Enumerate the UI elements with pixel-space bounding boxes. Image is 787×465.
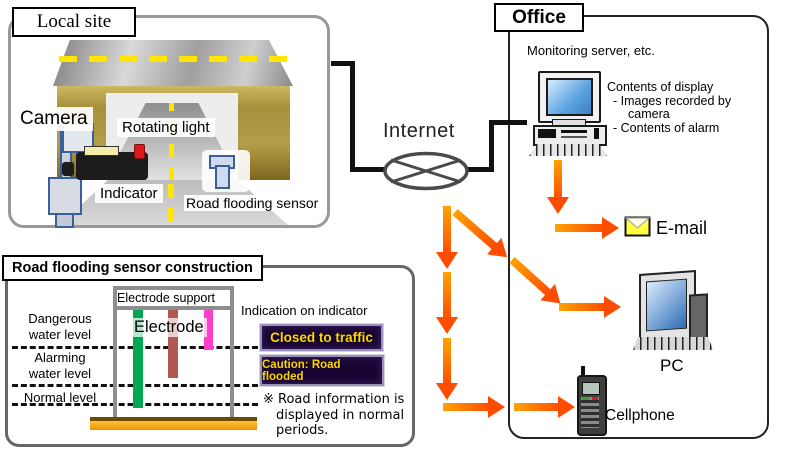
indicator-message-closed-text: Closed to traffic: [270, 330, 373, 345]
rotating-light-icon: [134, 144, 145, 159]
electrode-label: Electrode: [131, 318, 207, 337]
internet-label: Internet: [383, 120, 455, 142]
local-site-title-text: Local site: [36, 11, 112, 32]
arrow-to-office-bottom: [443, 396, 505, 418]
indicator-label: Indicator: [95, 184, 163, 203]
arrow-to-cellphone: [514, 396, 575, 418]
connector-from-ellipse: [466, 167, 494, 172]
indicator-note-line3: periods.: [276, 423, 329, 438]
electrode-support-label: Electrode support: [117, 291, 215, 305]
alarming-level-line2: water level: [28, 365, 92, 381]
arrow-to-pc: [559, 296, 621, 318]
dangerous-level-line2: water level: [28, 326, 92, 342]
road-center-dashes-front: [168, 180, 174, 222]
camera-housing: [48, 177, 82, 215]
server-unit-slot: [538, 129, 556, 138]
electrode-red: [168, 310, 178, 378]
local-site-title: Local site: [12, 7, 136, 37]
arrow-internet-down-2: [436, 272, 458, 334]
indicator-message-caution: Caution: Road flooded: [260, 355, 384, 386]
cellphone-key-red: [592, 397, 598, 400]
dangerous-level-line1: Dangerous: [28, 311, 92, 326]
road-center-dashes-under: [169, 103, 174, 180]
connector-local-v: [350, 61, 355, 172]
display-contents-item1b: camera: [628, 107, 670, 121]
indicator-message-closed: Closed to traffic: [260, 324, 383, 351]
arrow-to-email: [555, 217, 619, 239]
road-center-dashes-top: [59, 56, 288, 62]
pc-label: PC: [660, 356, 684, 375]
normal-level-label: Normal level: [23, 390, 97, 405]
pc-screen: [646, 278, 687, 332]
alarming-level-label: Alarming water level: [10, 350, 110, 381]
cellphone-keypad: [581, 397, 599, 428]
server-keyboard: [529, 144, 607, 156]
alarming-level-line1: Alarming: [34, 350, 86, 365]
email-label: E-mail: [656, 218, 708, 238]
arrow-internet-down-3: [436, 338, 458, 400]
indicator-note-line1: ※ Road information is: [263, 392, 405, 407]
indicator-note: ※ Road information is displayed in norma…: [263, 392, 418, 439]
email-envelope-icon: [624, 216, 651, 237]
sensor-construction-title: Road flooding sensor construction: [2, 255, 263, 281]
electrode-support-bar: [115, 306, 232, 310]
sensor-construction-title-text: Road flooding sensor construction: [12, 260, 253, 276]
pc-keyboard: [633, 337, 713, 350]
cellphone-antenna: [581, 366, 585, 377]
ground-bar: [90, 417, 257, 430]
indicator-display-strip: [84, 146, 119, 156]
indicator-note-line2: displayed in normal: [276, 407, 405, 423]
dangerous-level-label: Dangerous water level: [10, 311, 110, 342]
electrode-green: [133, 310, 143, 408]
cellphone-screen: [582, 382, 600, 395]
indication-heading: Indication on indicator: [241, 303, 368, 318]
office-title: Office: [494, 3, 584, 32]
indicator-message-caution-text: Caution: Road flooded: [262, 358, 341, 383]
connector-to-ellipse: [350, 167, 385, 172]
electrode-magenta: [204, 310, 213, 350]
road-flooding-sensor-label: Road flooding sensor: [184, 195, 321, 211]
server-unit-drive2: [561, 136, 587, 138]
internet-node-icon: [383, 151, 469, 191]
connector-office-h: [489, 120, 527, 125]
connector-local-h: [331, 61, 355, 66]
cellphone-label: Cellphone: [605, 407, 675, 424]
elevated-road: [53, 40, 293, 86]
camera-label: Camera: [15, 107, 93, 131]
office-title-text: Office: [512, 6, 566, 28]
server-unit-vent: [594, 128, 599, 139]
display-contents-item1: - Images recorded by: [613, 94, 732, 108]
monitoring-server-caption: Monitoring server, etc.: [527, 43, 655, 58]
display-contents-title: Contents of display: [607, 80, 714, 94]
display-contents-item2: - Contents of alarm: [613, 121, 720, 135]
arrow-server-down: [547, 160, 569, 214]
arrow-internet-down-1: [436, 206, 458, 269]
server-screen: [546, 78, 593, 116]
indicator-device-nub: [62, 162, 74, 176]
flood-sensor-icon-stem: [215, 165, 230, 189]
server-unit-drive1: [561, 130, 587, 133]
rotating-light-label: Rotating light: [117, 118, 215, 137]
connector-office-v: [489, 120, 494, 172]
cellphone-key-green: [582, 397, 589, 400]
